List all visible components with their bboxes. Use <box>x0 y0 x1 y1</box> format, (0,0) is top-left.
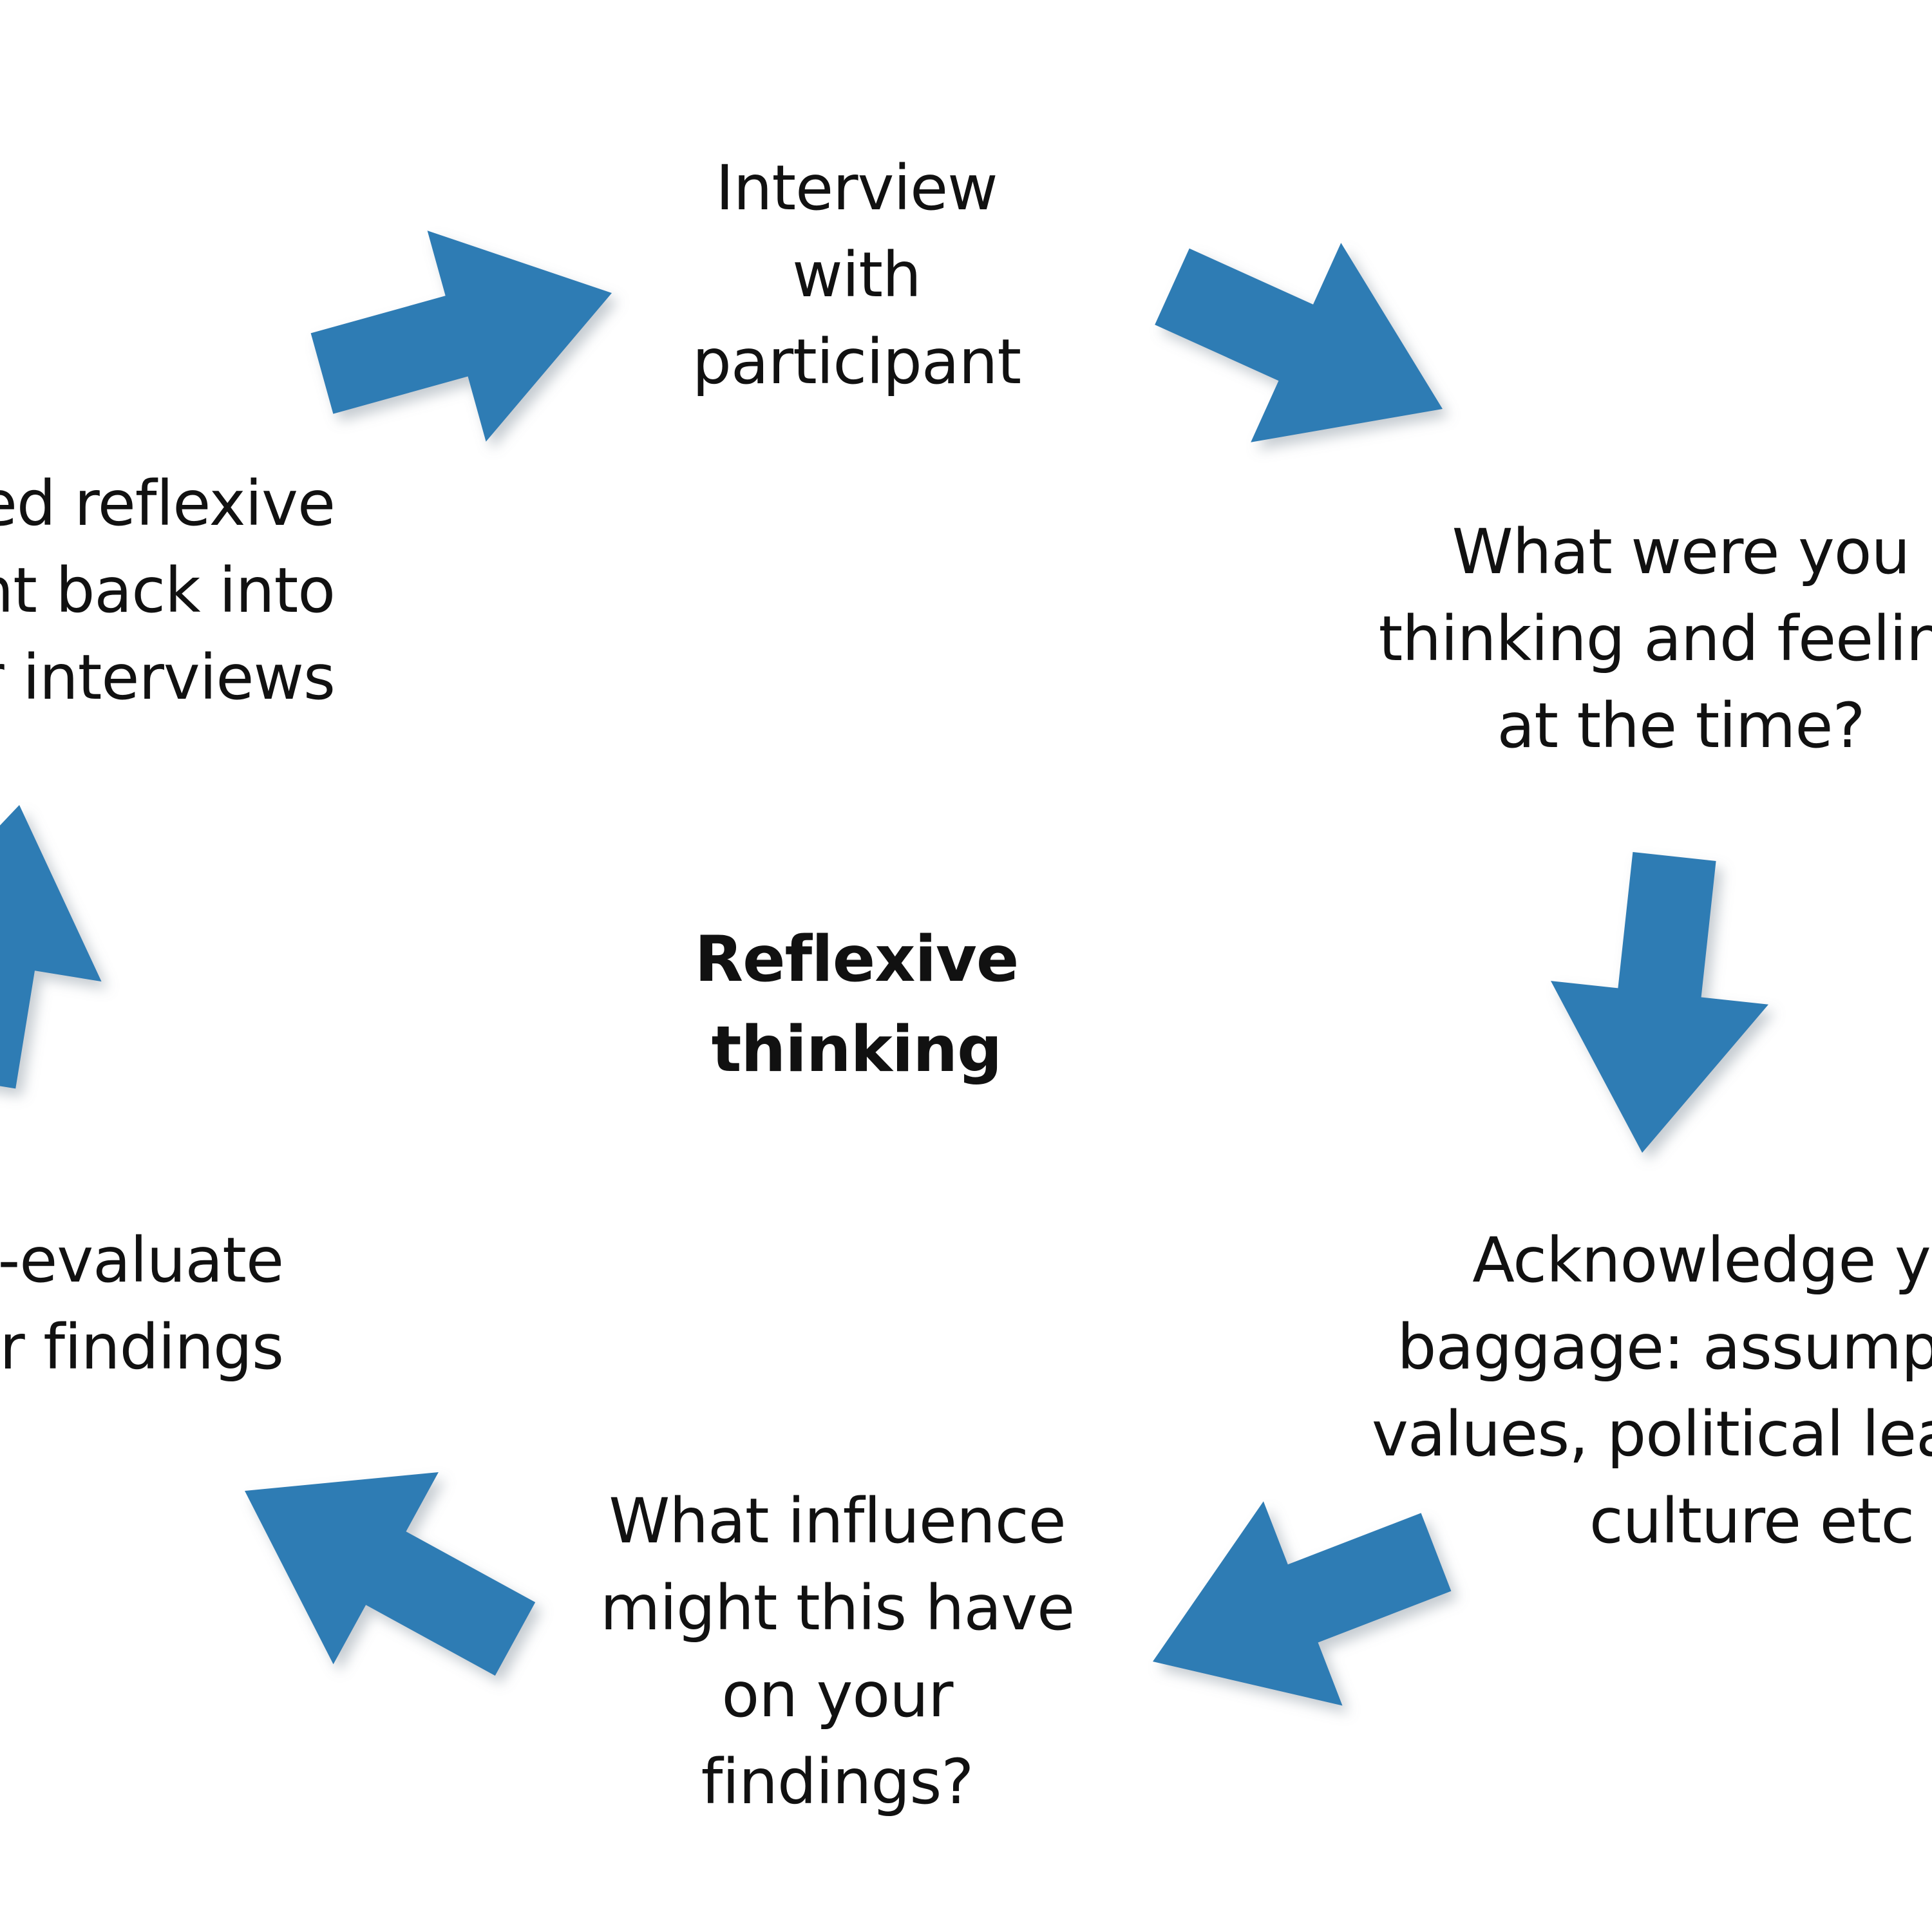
arrow-to-influence <box>1153 1501 1452 1706</box>
step-acknowledge-line-4: culture etc <box>1589 1485 1915 1557</box>
step-thinking-feeling-line-2: thinking and feeling <box>1378 603 1932 675</box>
step-acknowledge-line-1: Acknowledge your <box>1472 1224 1932 1296</box>
step-influence-line-1: What influence <box>609 1485 1066 1557</box>
step-interview-line-1: Interview <box>715 152 998 224</box>
arrow-to-feed-back <box>0 805 102 1089</box>
arrow-to-interview <box>310 231 612 442</box>
center-label-line-1: Reflexive <box>694 923 1019 996</box>
step-influence-line-4: findings? <box>701 1746 974 1818</box>
step-acknowledge-line-3: values, political leanings, <box>1372 1398 1932 1470</box>
step-acknowledge-baggage: Acknowledge your baggage: assumptions, v… <box>1372 1217 1932 1565</box>
center-label-line-2: thinking <box>711 1013 1003 1086</box>
step-thinking-feeling-line-3: at the time? <box>1497 690 1866 762</box>
step-re-evaluate: Re-evaluate your findings <box>0 1217 284 1391</box>
step-thinking-feeling: What were you thinking and feeling at th… <box>1365 509 1932 770</box>
step-interview: Interview with participant <box>650 145 1063 406</box>
step-interview-line-2: with <box>792 239 922 311</box>
arrow-to-re-evaluate <box>245 1472 536 1676</box>
arrow-to-acknowledge <box>1551 852 1768 1153</box>
step-influence: What influence might this have on your f… <box>580 1478 1095 1826</box>
step-thinking-feeling-line-1: What were you <box>1452 516 1911 588</box>
step-acknowledge-line-2: baggage: assumptions, <box>1397 1311 1932 1383</box>
arrow-to-thinking-feeling <box>1155 243 1443 442</box>
step-feed-back: Feed reflexive insight back into further… <box>0 460 336 721</box>
step-re-evaluate-line-1: Re-evaluate <box>0 1224 284 1296</box>
step-interview-line-3: participant <box>692 326 1021 398</box>
step-feed-back-line-3: further interviews <box>0 641 336 714</box>
step-re-evaluate-line-2: your findings <box>0 1311 284 1383</box>
step-influence-line-2: might this have <box>600 1572 1075 1644</box>
step-feed-back-line-1: Feed reflexive <box>0 468 336 540</box>
step-feed-back-line-2: insight back into <box>0 554 336 627</box>
center-label-reflexive-thinking: Reflexive thinking <box>663 914 1050 1095</box>
step-influence-line-3: on your <box>721 1659 954 1731</box>
